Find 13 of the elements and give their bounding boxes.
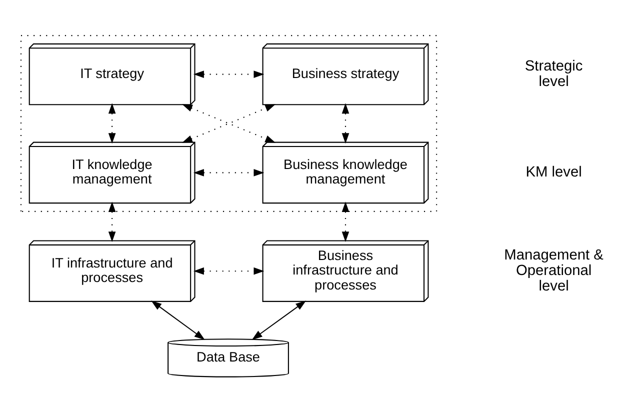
arrow bbox=[342, 103, 350, 144]
arrow bbox=[108, 103, 116, 144]
arrow bbox=[182, 104, 276, 143]
arrow bbox=[252, 300, 306, 340]
arrow bbox=[342, 202, 350, 242]
arrow bbox=[151, 300, 205, 340]
label: KM level bbox=[526, 164, 582, 181]
arrow bbox=[193, 70, 264, 78]
arrow bbox=[193, 169, 264, 176]
label: Strategic level bbox=[524, 58, 583, 90]
arrow bbox=[193, 267, 264, 275]
arrow bbox=[108, 202, 116, 242]
label: Management & Operational level bbox=[504, 247, 604, 295]
